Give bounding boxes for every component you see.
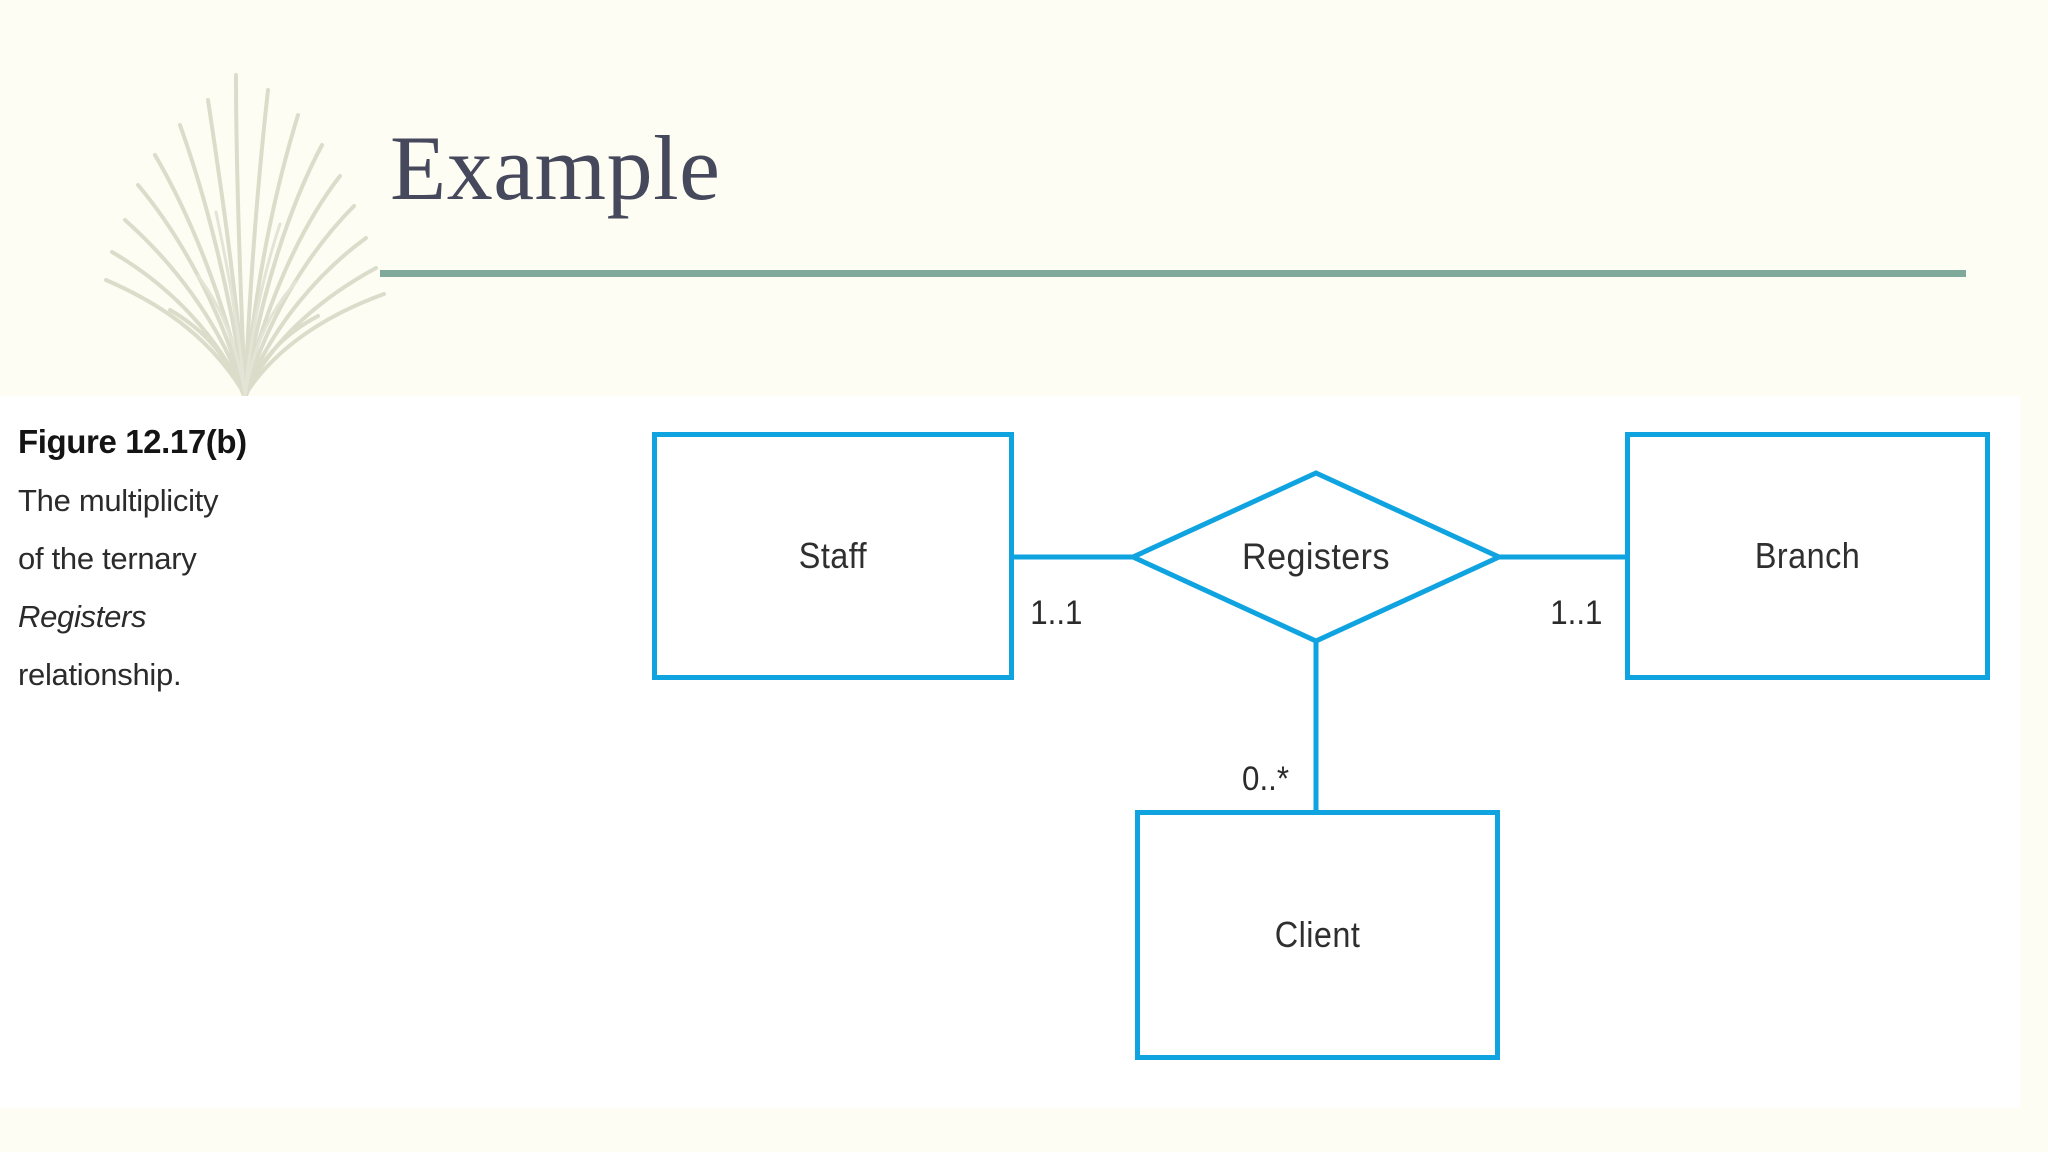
page-title: Example [390, 117, 721, 219]
multiplicity-label-client: 0..* [1242, 760, 1290, 798]
entity-label-client: Client [1274, 914, 1361, 955]
title-divider [380, 270, 1966, 277]
figure-caption-heading: Figure 12.17(b) [18, 423, 247, 460]
entity-box-staff[interactable]: Staff [652, 432, 1014, 680]
multiplicity-label-staff: 1..1 [1030, 594, 1083, 632]
title-block: Example [390, 108, 1590, 238]
entity-label-staff: Staff [798, 535, 868, 576]
diamond-shape-icon [1127, 470, 1505, 644]
entity-label-branch: Branch [1754, 535, 1861, 576]
relationship-diamond-registers[interactable]: Registers [1127, 470, 1505, 644]
figure-caption-line-4: relationship. [18, 657, 182, 692]
multiplicity-label-branch: 1..1 [1550, 594, 1603, 632]
entity-box-client[interactable]: Client [1135, 810, 1500, 1060]
figure-caption-line-3: Registers [18, 599, 147, 634]
relationship-label-registers: Registers [1242, 536, 1390, 577]
entity-box-branch[interactable]: Branch [1625, 432, 1990, 680]
figure-caption-line-1: The multiplicity [18, 483, 219, 518]
figure-caption: Figure 12.17(b) The multiplicity of the … [18, 420, 328, 704]
figure-caption-line-2: of the ternary [18, 541, 197, 576]
